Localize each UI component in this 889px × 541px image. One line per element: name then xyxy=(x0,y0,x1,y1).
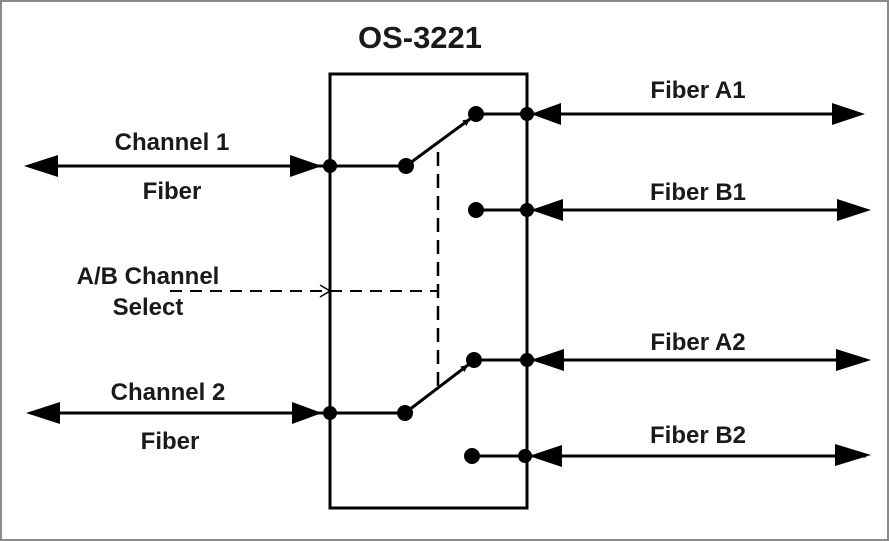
channel-select-label-line1: A/B Channel xyxy=(77,263,220,290)
arrow-left-icon xyxy=(24,155,58,177)
arrow-left-icon xyxy=(26,402,60,424)
channel-1-port: Channel 1 Fiber xyxy=(24,129,328,205)
channel-select-label-line2: Select xyxy=(113,294,184,321)
fiber-b2-port: Fiber B2 xyxy=(518,422,871,467)
device-title: OS-3221 xyxy=(358,20,482,55)
fiber-b1-label: Fiber B1 xyxy=(650,179,746,206)
arrow-left-icon xyxy=(531,103,561,125)
fiber-a1-label: Fiber A1 xyxy=(650,77,745,104)
arrow-right-icon xyxy=(835,444,871,466)
junction-dot xyxy=(520,353,534,367)
arrow-left-icon xyxy=(529,445,562,467)
channel-1-fiber-label: Fiber xyxy=(143,178,202,205)
arrow-left-icon xyxy=(531,349,564,371)
arrow-right-icon xyxy=(832,103,865,125)
fiber-b2-label: Fiber B2 xyxy=(650,422,746,449)
arrow-left-icon xyxy=(531,199,563,221)
select-arrow-icon xyxy=(319,284,332,298)
switch-1-blade xyxy=(405,117,471,168)
junction-dot xyxy=(518,449,532,463)
channel-2-label: Channel 2 xyxy=(111,379,226,406)
switch-2 xyxy=(323,352,527,464)
fiber-b1-port: Fiber B1 xyxy=(520,179,871,221)
arrow-right-icon xyxy=(292,402,322,424)
arrow-right-icon xyxy=(836,349,871,371)
fiber-a2-label: Fiber A2 xyxy=(650,329,745,356)
arrow-right-icon xyxy=(290,155,322,177)
junction-dot xyxy=(520,203,534,217)
switch-1 xyxy=(323,106,527,218)
channel-2-port: Channel 2 Fiber xyxy=(26,379,328,455)
junction-dot xyxy=(520,107,534,121)
switch-2-blade xyxy=(404,363,469,415)
channel-2-fiber-label: Fiber xyxy=(141,428,200,455)
arrow-right-icon xyxy=(837,199,871,221)
fiber-a2-port: Fiber A2 xyxy=(520,329,871,371)
channel-1-label: Channel 1 xyxy=(115,129,230,156)
fiber-a1-port: Fiber A1 xyxy=(520,77,865,125)
channel-select-control: A/B Channel Select xyxy=(77,152,440,388)
